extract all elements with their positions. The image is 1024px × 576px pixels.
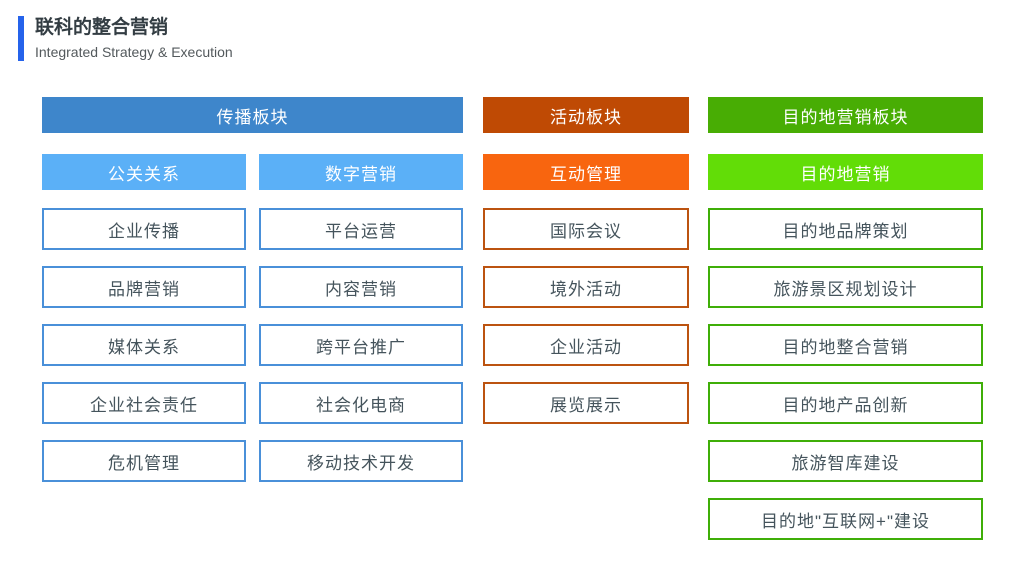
block-item: 企业社会责任 [42, 382, 246, 424]
block-item: 移动技术开发 [259, 440, 463, 482]
block-item: 目的地产品创新 [708, 382, 983, 424]
block-item: 品牌营销 [42, 266, 246, 308]
group-interaction-management: 互动管理 国际会议 境外活动 企业活动 展览展示 [483, 154, 689, 424]
groups-destination: 目的地营销 目的地品牌策划 旅游景区规划设计 目的地整合营销 目的地产品创新 旅… [708, 154, 983, 540]
block-item: 旅游智库建设 [708, 440, 983, 482]
block-item: 展览展示 [483, 382, 689, 424]
block-item: 目的地"互联网+"建设 [708, 498, 983, 540]
block-item: 社会化电商 [259, 382, 463, 424]
block-item: 旅游景区规划设计 [708, 266, 983, 308]
block-item: 媒体关系 [42, 324, 246, 366]
section-header-events: 活动板块 [483, 97, 689, 133]
block-item: 目的地整合营销 [708, 324, 983, 366]
groups-events: 互动管理 国际会议 境外活动 企业活动 展览展示 [483, 154, 689, 424]
group-public-relations: 公关关系 企业传播 品牌营销 媒体关系 企业社会责任 危机管理 [42, 154, 246, 482]
title-block: 联科的整合营销 Integrated Strategy & Execution [18, 16, 233, 61]
section-destination: 目的地营销板块 目的地营销 目的地品牌策划 旅游景区规划设计 目的地整合营销 目… [708, 97, 983, 540]
block-item: 跨平台推广 [259, 324, 463, 366]
block-item: 境外活动 [483, 266, 689, 308]
title-accent-bar [18, 16, 24, 61]
section-header-destination: 目的地营销板块 [708, 97, 983, 133]
block-item: 危机管理 [42, 440, 246, 482]
group-header-destination-marketing: 目的地营销 [708, 154, 983, 190]
group-header-interaction-management: 互动管理 [483, 154, 689, 190]
section-events: 活动板块 互动管理 国际会议 境外活动 企业活动 展览展示 [483, 97, 689, 424]
block-item: 目的地品牌策划 [708, 208, 983, 250]
groups-communication: 公关关系 企业传播 品牌营销 媒体关系 企业社会责任 危机管理 数字营销 平台运… [42, 154, 463, 482]
items-destination-marketing: 目的地品牌策划 旅游景区规划设计 目的地整合营销 目的地产品创新 旅游智库建设 … [708, 208, 983, 540]
page-title: 联科的整合营销 [35, 17, 169, 38]
page-subtitle: Integrated Strategy & Execution [35, 43, 233, 60]
block-item: 平台运营 [259, 208, 463, 250]
section-header-communication: 传播板块 [42, 97, 463, 133]
items-public-relations: 企业传播 品牌营销 媒体关系 企业社会责任 危机管理 [42, 208, 246, 482]
group-header-public-relations: 公关关系 [42, 154, 246, 190]
block-item: 企业传播 [42, 208, 246, 250]
title-text: 联科的整合营销 Integrated Strategy & Execution [35, 16, 233, 61]
group-header-digital-marketing: 数字营销 [259, 154, 463, 190]
group-destination-marketing: 目的地营销 目的地品牌策划 旅游景区规划设计 目的地整合营销 目的地产品创新 旅… [708, 154, 983, 540]
section-communication: 传播板块 公关关系 企业传播 品牌营销 媒体关系 企业社会责任 危机管理 数字营… [42, 97, 463, 482]
block-item: 国际会议 [483, 208, 689, 250]
items-interaction-management: 国际会议 境外活动 企业活动 展览展示 [483, 208, 689, 424]
items-digital-marketing: 平台运营 内容营销 跨平台推广 社会化电商 移动技术开发 [259, 208, 463, 482]
group-digital-marketing: 数字营销 平台运营 内容营销 跨平台推广 社会化电商 移动技术开发 [259, 154, 463, 482]
block-item: 内容营销 [259, 266, 463, 308]
block-item: 企业活动 [483, 324, 689, 366]
